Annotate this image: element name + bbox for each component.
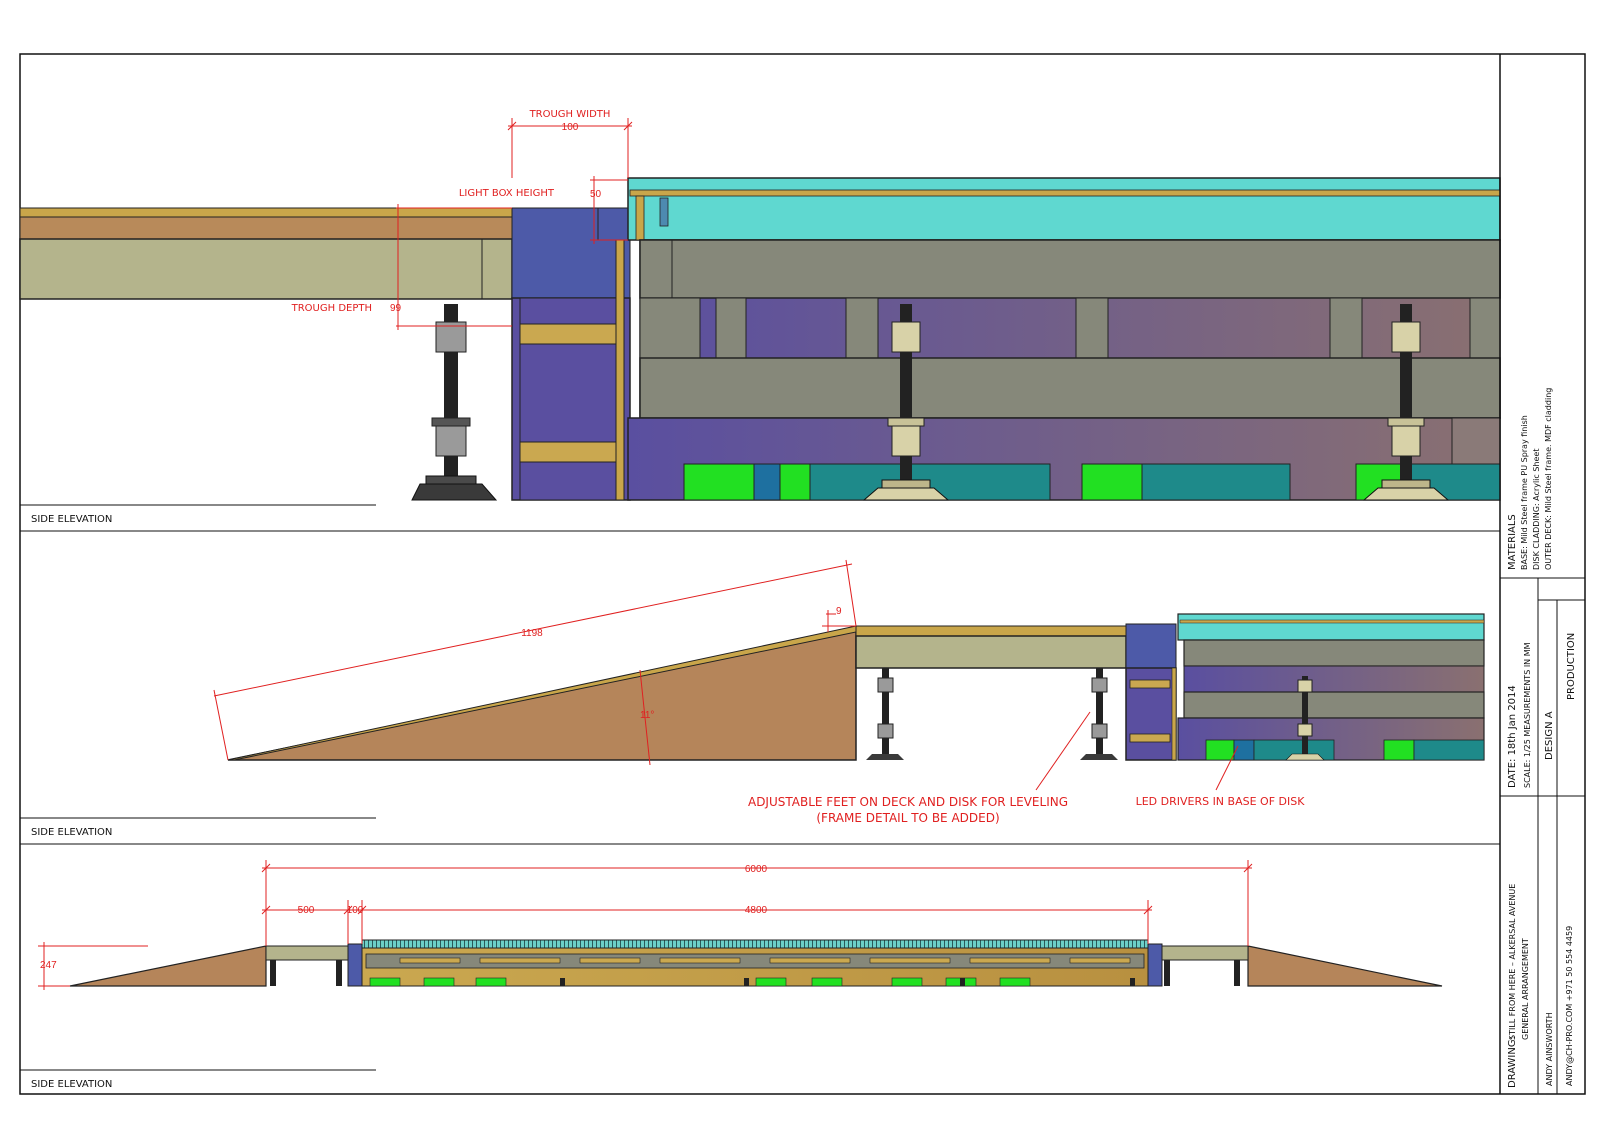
view-label-bottom: SIDE ELEVATION: [31, 1079, 112, 1090]
disk-foot-icon: [862, 304, 950, 501]
bottom-elevation: 6000 500 100 4800 247: [38, 860, 1443, 990]
disk-length-value: 4800: [745, 905, 768, 916]
adjustable-foot-icon: [866, 668, 904, 760]
deck-length-value: 500: [298, 905, 315, 916]
adjustable-foot-icon: [1080, 668, 1118, 760]
materials-disk: DISK CLADDING: Acrylic Sheet: [1532, 449, 1541, 570]
feet-note-line1: ADJUSTABLE FEET ON DECK AND DISK FOR LEV…: [748, 795, 1068, 809]
ramp-length-value: 1198: [521, 628, 543, 639]
drawing-label: DRAWING:: [1507, 1036, 1518, 1088]
trough-width-label: TROUGH WIDTH: [529, 109, 611, 120]
author-contact: ANDY@CH-PRO.COM +971 50 554 4459: [1565, 926, 1574, 1086]
disk-foot-icon: [1285, 676, 1325, 761]
light-box-height-label: LIGHT BOX HEIGHT: [459, 188, 555, 199]
materials-outer: OUTER DECK: Mild Steel frame. MDF claddi…: [1544, 388, 1553, 570]
title-block: [1499, 54, 1585, 1094]
trough-depth-value: 99: [390, 303, 402, 314]
sheet-border: [19, 53, 1586, 1095]
led-drivers-note: LED DRIVERS IN BASE OF DISK: [1136, 795, 1306, 808]
drawing-title-line1: STILL FROM HERE – ALKERSAL AVENUE: [1508, 884, 1517, 1040]
trough-depth-label: TROUGH DEPTH: [291, 303, 372, 314]
ramp-rise-value: 9: [836, 606, 842, 617]
feet-note-line2: (FRAME DETAIL TO BE ADDED): [816, 811, 999, 825]
drawing-scale: SCALE: 1/25 MEASUREMENTS IN MM: [1523, 642, 1532, 788]
view-label-middle: SIDE ELEVATION: [31, 827, 112, 838]
drawing-title-line2: GENERAL ARRANGEMENT: [1521, 938, 1530, 1040]
production-label: PRODUCTION: [1566, 633, 1577, 700]
overall-height-value: 247: [40, 960, 57, 971]
materials-base: BASE: Mild Steel frame PU Spray finish: [1520, 415, 1529, 570]
ramp-angle-value: 11°: [640, 710, 654, 721]
top-elevation: TROUGH WIDTH 100 LIGHT BOX HEIGHT 50 TRO…: [19, 109, 1501, 501]
design-label: DESIGN A: [1544, 711, 1555, 760]
disk-foot-icon: [1362, 304, 1450, 501]
author-name: ANDY AINSWORTH: [1545, 1012, 1554, 1086]
overall-length-value: 6000: [745, 864, 768, 875]
trough-width-value: 100: [562, 122, 579, 133]
trough-length-value: 100: [347, 905, 364, 916]
drawing-date: DATE: 18th Jan 2014: [1507, 685, 1518, 788]
adjustable-foot-icon: [411, 304, 498, 501]
trough-width-dimension: [396, 118, 633, 330]
view-label-top: SIDE ELEVATION: [31, 514, 112, 525]
middle-elevation: 1198 9 11° ADJUSTABLE FEET ON DECK AND D…: [213, 559, 1485, 825]
light-box-height-value: 50: [590, 189, 602, 200]
materials-heading: MATERIALS: [1507, 514, 1518, 570]
